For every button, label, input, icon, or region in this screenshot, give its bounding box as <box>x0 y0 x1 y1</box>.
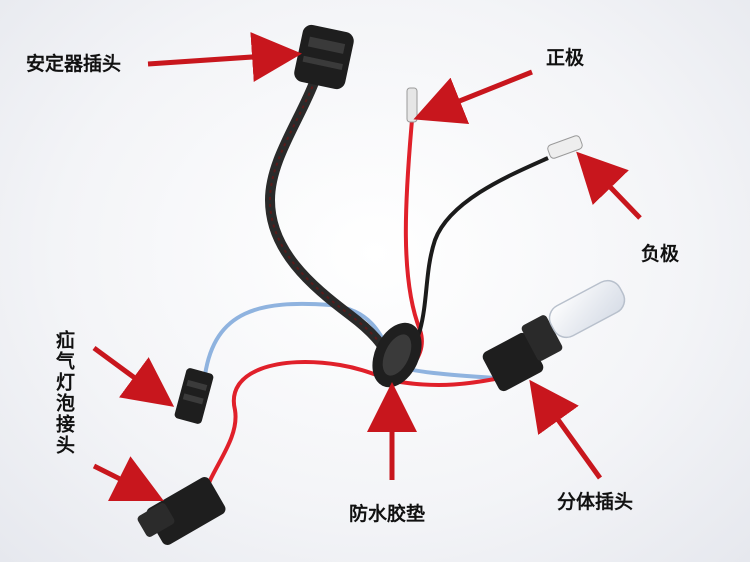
label-negative: 负极 <box>641 243 680 265</box>
negative-terminal <box>547 135 583 159</box>
sleeved-main-cable <box>264 78 397 367</box>
label-split-plug: 分体插头 <box>557 491 634 513</box>
bulb-connector <box>174 368 214 424</box>
waterproof-grommet <box>372 322 422 388</box>
ballast-plug <box>294 24 354 90</box>
arrow-bulb-connector-1 <box>92 345 175 407</box>
label-bulb-connector: 疝气灯泡接头 <box>53 330 75 456</box>
bottom-connector <box>137 477 226 545</box>
red-wire-bottom <box>203 360 501 496</box>
arrow-negative <box>576 151 642 220</box>
arrow-split-plug <box>529 379 603 480</box>
blue-wire <box>203 301 496 380</box>
split-plug-with-bulb <box>482 279 626 392</box>
arrow-positive <box>413 69 533 125</box>
label-ballast-plug: 安定器插头 <box>26 53 122 75</box>
label-positive: 正极 <box>546 47 585 69</box>
positive-terminal <box>406 87 418 123</box>
arrow-bulb-connector-2 <box>92 456 164 501</box>
label-waterproof-grommet: 防水胶垫 <box>349 503 426 525</box>
arrow-ballast-plug <box>147 32 302 82</box>
